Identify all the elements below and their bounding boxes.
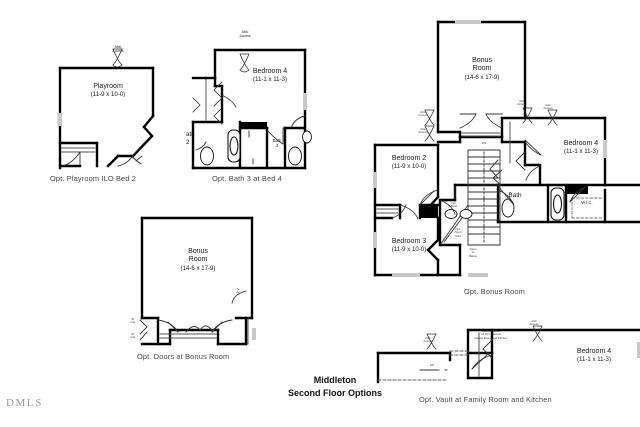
room-label-bedroom4-bath3plan: Bedroom 4 (11-1 x 11-3) xyxy=(252,68,288,84)
plan-caption-bonus-main: Opt. Bonus Room xyxy=(464,287,525,296)
attic-access-label: Attic Access xyxy=(423,336,433,344)
open-to-below-vault-label: Open to Below w/ Opt. Vault at Family Ro… xyxy=(474,329,508,340)
open-to-below-label: Open to Below xyxy=(469,247,477,258)
room-label-bonus-doors: Bonus Room (14-6 x 17-9) xyxy=(180,248,216,272)
sheet-title-line2: Second Floor Options xyxy=(288,387,382,398)
sliding-label: Sl. Insl. xyxy=(130,332,136,340)
down-label: DN xyxy=(429,363,435,367)
room-label-bath2-main: Bath xyxy=(508,192,522,199)
attic-access-label: Attic Access xyxy=(529,319,539,327)
plan-playroom-walls xyxy=(58,66,155,170)
attic-access-label: At Ac xyxy=(236,287,240,295)
attic-access-label: Attic Access xyxy=(239,30,251,39)
room-label-bonus-main: Bonus Room (14-6 x 17-9) xyxy=(464,57,500,81)
plan-caption-doors-bonus: Opt. Doors at Bonus Room xyxy=(137,352,230,361)
room-label-bedroom2: Bedroom 2 (11-9 x 10-0) xyxy=(391,155,427,171)
opt-open-rail-label: Opt. Open Rail xyxy=(454,227,462,238)
room-label-wic: W.I.C. xyxy=(581,200,593,205)
plan-caption-bath3: Opt. Bath 3 at Bed 4 xyxy=(212,174,282,183)
plan-bonus-main-walls xyxy=(373,20,640,277)
sheet-title-line1: Middleton xyxy=(313,375,357,385)
attic-access-label: Attic Access xyxy=(543,103,553,111)
plan-bath3-walls xyxy=(191,48,307,170)
room-label-bath3: Bath 3 xyxy=(272,138,282,148)
sheet-title: Middleton Second Floor Options xyxy=(288,374,382,399)
attic-access-label: Attic Access xyxy=(517,99,527,107)
opt-bowl-label: Opt. Bowl xyxy=(450,201,458,209)
room-label-bedroom4-vault: Bedroom 4 (11-1 x 11-3) xyxy=(576,348,612,364)
plan-caption-playroom: Opt. Playroom ILO Bed 2 xyxy=(50,174,137,183)
room-label-playroom: Playroom (11-9 x 10-0) xyxy=(90,83,126,99)
plan-caption-vault: Opt. Vault at Family Room and Kitchen xyxy=(419,395,552,404)
plan-doors-bonus-walls xyxy=(140,216,254,346)
down-label: DN xyxy=(481,141,487,145)
watermark: DMLS xyxy=(6,397,43,409)
room-label-bedroom4-main: Bedroom 4 (11-1 x 11-3) xyxy=(563,140,599,156)
room-label-bedroom3: Bedroom 3 (11-9 x 10-0) xyxy=(391,238,427,254)
room-label-bath2-partial: ath 2 xyxy=(186,131,195,146)
sliding-label: Sl. Insl. xyxy=(130,317,136,325)
attic-access-label: Attic Access xyxy=(112,45,124,54)
attic-access-label: Attic Access xyxy=(418,110,428,118)
plan-vault-walls xyxy=(376,328,640,384)
attic-access-label: Attic Access xyxy=(418,127,428,135)
